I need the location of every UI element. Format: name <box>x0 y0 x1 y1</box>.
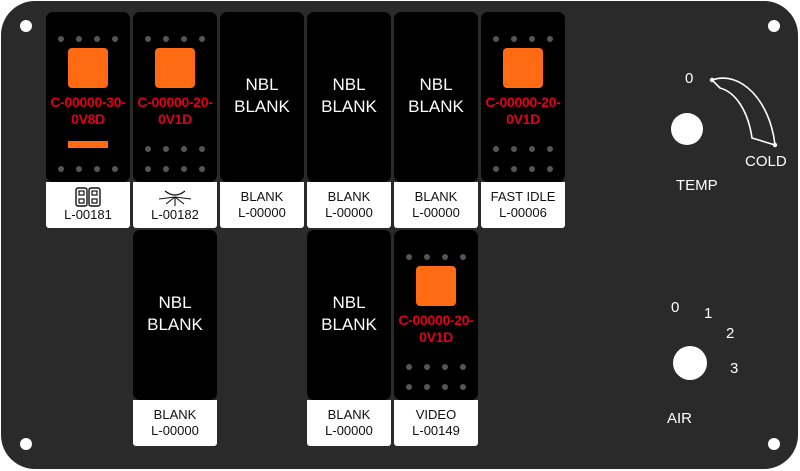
label-part-number: L-00181 <box>64 207 112 222</box>
temp-scale-arc <box>709 77 778 148</box>
air-pos-2: 2 <box>726 325 735 342</box>
temp-knob[interactable] <box>671 113 703 145</box>
label-part-number: L-00000 <box>238 205 286 220</box>
label-part-number: L-00000 <box>325 205 373 220</box>
label-plate-1: L-00181 <box>46 182 130 228</box>
air-knob[interactable] <box>673 346 707 380</box>
label-plate-9: VIDEO L-00149 <box>394 400 478 446</box>
label-plate-5: BLANK L-00000 <box>394 182 478 228</box>
indicator-dots-mid <box>493 146 553 152</box>
label-text: BLANK <box>414 189 458 204</box>
indicator-dots-bottom <box>58 166 118 172</box>
mounting-hole-bottom-left <box>20 438 32 450</box>
rocker-switch-9[interactable]: C-00000-20-0V1D <box>394 230 478 400</box>
label-text: VIDEO <box>415 407 457 422</box>
label-plate-4: BLANK L-00000 <box>307 182 391 228</box>
rocker-switch-1[interactable]: C-00000-30-0V8D <box>46 12 130 182</box>
indicator-lamp <box>503 48 543 88</box>
label-plate-8: BLANK L-00000 <box>307 400 391 446</box>
temp-zero-label: 0 <box>685 70 694 87</box>
rocker-switch-6[interactable]: C-00000-20-0V1D <box>481 12 565 182</box>
mounting-hole-top-left <box>20 20 32 32</box>
label-plate-2: L-00182 <box>133 182 217 228</box>
label-text: BLANK <box>327 189 371 204</box>
air-pos-1: 1 <box>704 305 713 322</box>
indicator-lamp <box>68 48 108 88</box>
indicator-dots-top <box>493 36 553 42</box>
label-text: FAST IDLE <box>490 189 556 204</box>
indicator-bar <box>68 141 108 148</box>
label-part-number: L-00182 <box>151 207 199 222</box>
indicator-dots-mid <box>145 146 205 152</box>
switch-code: C-00000-20-0V1D <box>485 94 561 127</box>
indicator-dots-top <box>145 36 205 42</box>
indicator-dots-bottom <box>145 166 205 172</box>
mounting-hole-top-right <box>768 20 780 32</box>
mounting-hole-bottom-right <box>768 438 780 450</box>
switch-code: C-00000-30-0V8D <box>50 94 126 127</box>
label-plate-6: FAST IDLE L-00006 <box>481 182 565 228</box>
light-rays-icon <box>158 190 192 206</box>
indicator-dots-top <box>58 36 118 42</box>
air-pos-0: 0 <box>671 299 680 316</box>
switch-code: C-00000-20-0V1D <box>137 94 213 127</box>
label-part-number: L-00000 <box>151 423 199 438</box>
switch-code: C-00000-20-0V1D <box>398 312 474 345</box>
label-plate-3: BLANK L-00000 <box>220 182 304 228</box>
label-part-number: L-00000 <box>412 205 460 220</box>
indicator-lamp <box>416 266 456 306</box>
label-part-number: L-00149 <box>412 423 460 438</box>
label-text: BLANK <box>153 407 197 422</box>
temp-label: TEMP <box>676 177 718 194</box>
label-part-number: L-00006 <box>499 205 547 220</box>
rocker-icon <box>75 187 101 207</box>
air-pos-3: 3 <box>730 360 739 377</box>
air-label: AIR <box>667 410 693 427</box>
label-part-number: L-00000 <box>325 423 373 438</box>
indicator-dots-bottom <box>493 166 553 172</box>
indicator-dots-top <box>406 254 466 260</box>
label-text: BLANK <box>240 189 284 204</box>
indicator-dots-bottom <box>406 384 466 390</box>
temp-cold-label: COLD <box>745 153 787 170</box>
indicator-lamp <box>155 48 195 88</box>
label-plate-7: BLANK L-00000 <box>133 400 217 446</box>
label-text: BLANK <box>327 407 371 422</box>
rocker-switch-2[interactable]: C-00000-20-0V1D <box>133 12 217 182</box>
indicator-dots-mid <box>406 364 466 370</box>
